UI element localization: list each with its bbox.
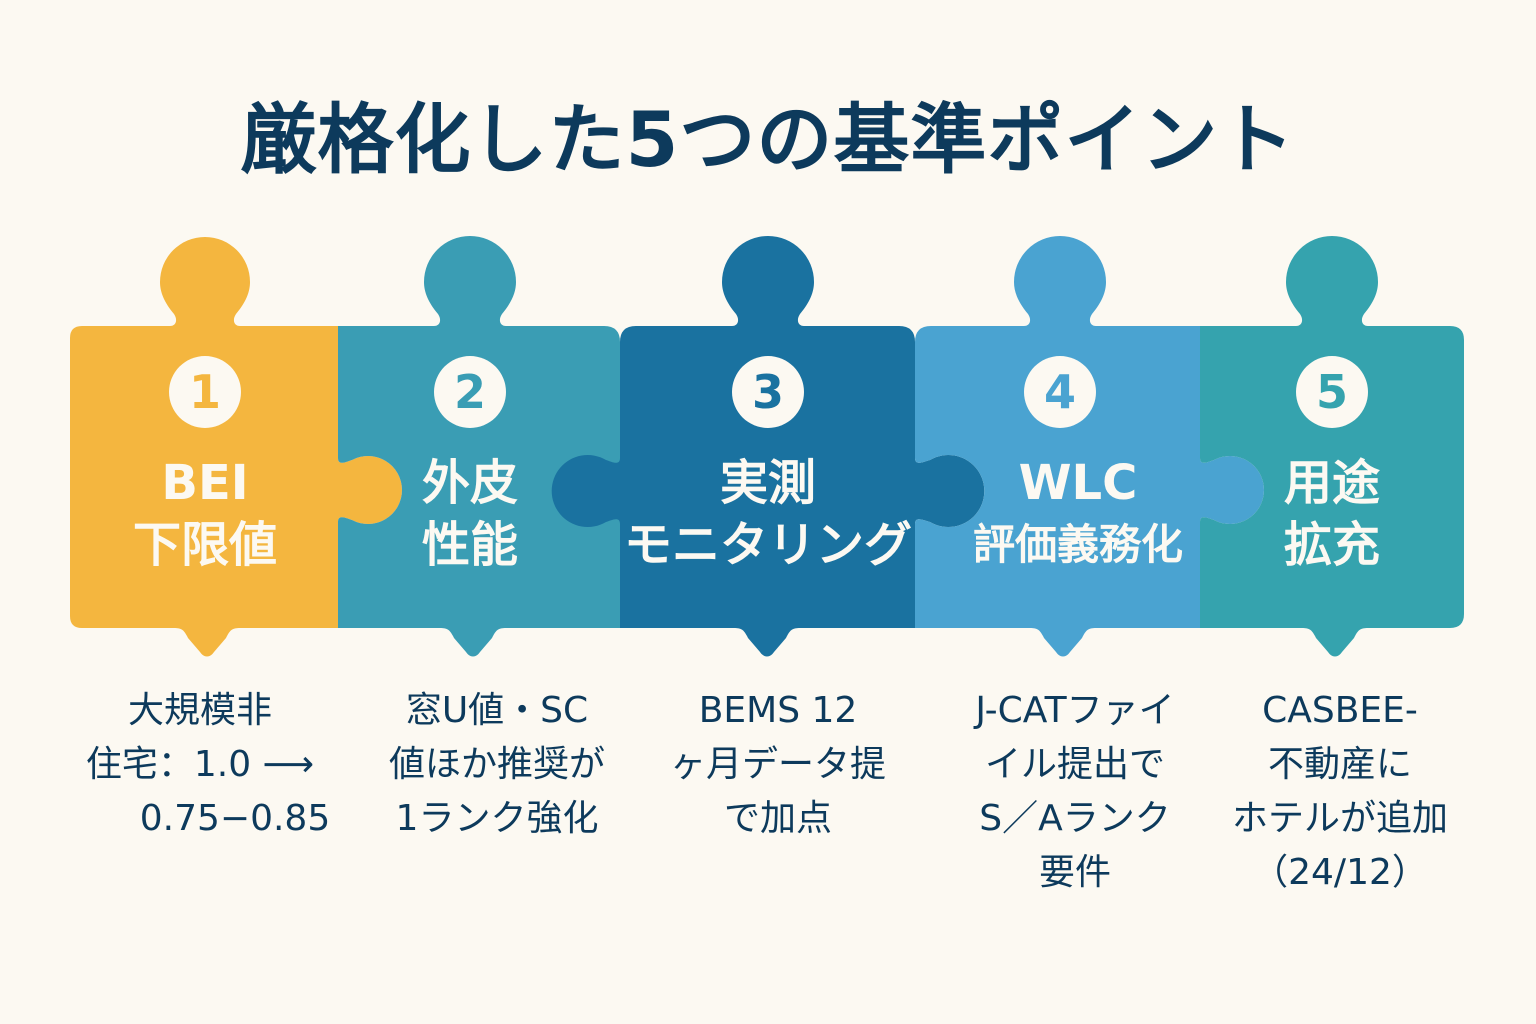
page-title: 厳格化した5つの基準ポイント xyxy=(240,95,1296,184)
point-3-description: BEMS 12 ヶ月データ提 で加点 xyxy=(638,684,918,846)
puzzle-piece-1 xyxy=(70,237,403,657)
label-line-2: 下限値 xyxy=(132,517,277,573)
point-1-label: BEI 下限値 xyxy=(65,452,345,576)
label-line-2: 拡充 xyxy=(1283,517,1380,573)
point-4-description: J-CATファイ イル提出で S／Aランク 要件 xyxy=(935,684,1215,900)
label-line-2: 性能 xyxy=(421,517,518,573)
label-line-1: 用途 xyxy=(1283,455,1380,511)
desc-line: S／Aランク xyxy=(979,798,1171,839)
puzzle-piece-4 xyxy=(915,236,1264,657)
desc-line: 大規模非 xyxy=(127,690,272,731)
desc-line: 0.75−0.85 xyxy=(139,798,331,839)
desc-line: 1ランク強化 xyxy=(395,798,599,839)
point-3-label: 実測 モニタリング xyxy=(608,452,928,576)
desc-line: BEMS 12 xyxy=(698,690,858,731)
label-line-2: モニタリング xyxy=(623,517,912,573)
number-badge-5: 5 xyxy=(1296,356,1368,428)
label-line-1: BEI xyxy=(161,455,249,511)
desc-line: 不動産に xyxy=(1267,744,1412,785)
puzzle-piece-5 xyxy=(1200,236,1464,657)
puzzle-piece-3 xyxy=(551,236,985,657)
desc-line: 値ほか推奨が xyxy=(388,744,605,785)
number-badge-2: 2 xyxy=(434,356,506,428)
desc-line: 住宅：1.0 ⟶ xyxy=(85,744,315,785)
number-badge-1: 1 xyxy=(169,356,241,428)
label-line-2: 評価義務化 xyxy=(972,520,1183,569)
desc-line: CASBEE- xyxy=(1262,690,1418,731)
point-2-description: 窓U値・SC 値ほか推奨が 1ランク強化 xyxy=(357,684,637,846)
desc-line: （24/12） xyxy=(1252,852,1428,893)
label-line-1: 外皮 xyxy=(421,455,518,511)
desc-line: イル提出で xyxy=(984,744,1165,785)
badge-number: 1 xyxy=(188,365,221,419)
badge-number: 5 xyxy=(1315,365,1348,419)
desc-line: ヶ月データ提 xyxy=(669,744,886,785)
puzzle-piece-2 xyxy=(338,236,620,657)
point-1-description: 大規模非 住宅：1.0 ⟶ 0.75−0.85 xyxy=(60,684,340,846)
point-4-label: WLC 評価義務化 xyxy=(938,452,1218,576)
number-badge-3: 3 xyxy=(732,356,804,428)
desc-line: 要件 xyxy=(1038,852,1111,893)
badge-number: 4 xyxy=(1043,365,1076,419)
point-5-label: 用途 拡充 xyxy=(1192,452,1472,576)
desc-line: ホテルが追加 xyxy=(1231,798,1448,839)
badge-number: 3 xyxy=(751,365,784,419)
desc-line: で加点 xyxy=(723,798,832,839)
number-badge-4: 4 xyxy=(1024,356,1096,428)
point-5-description: CASBEE- 不動産に ホテルが追加 （24/12） xyxy=(1200,684,1480,900)
label-line-1: 実測 xyxy=(719,455,816,511)
point-2-label: 外皮 性能 xyxy=(330,452,610,576)
label-line-1: WLC xyxy=(1018,455,1138,511)
desc-line: 窓U値・SC xyxy=(405,690,589,731)
badge-number: 2 xyxy=(453,365,486,419)
desc-line: J-CATファイ xyxy=(975,690,1175,731)
